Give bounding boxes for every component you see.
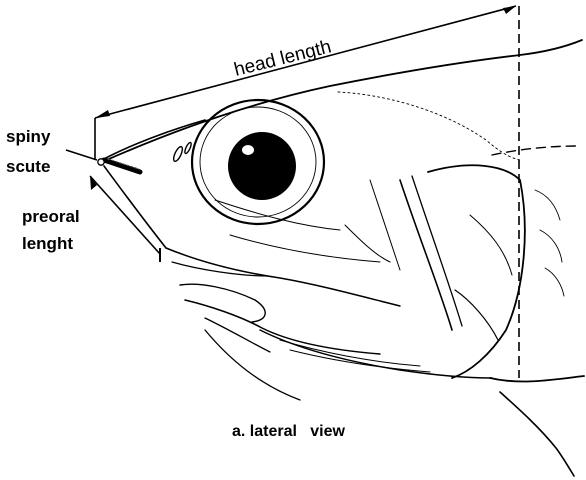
head-length-label: head length (232, 36, 333, 80)
lenght-label: lenght (22, 234, 73, 253)
figure-caption: a. lateral view (232, 423, 346, 440)
preoral-label: preoral (22, 207, 80, 226)
spiny-scute-pointer (66, 150, 97, 160)
spiny-label: spiny (6, 127, 51, 146)
head-length-arrowhead-right (503, 6, 516, 14)
scute-label: scute (6, 157, 50, 176)
eye (192, 100, 324, 224)
head-length-arrowhead-left (95, 110, 110, 118)
fish-body-outline (102, 40, 584, 476)
nostrils (172, 142, 192, 163)
preoral-length-measure (90, 176, 160, 262)
